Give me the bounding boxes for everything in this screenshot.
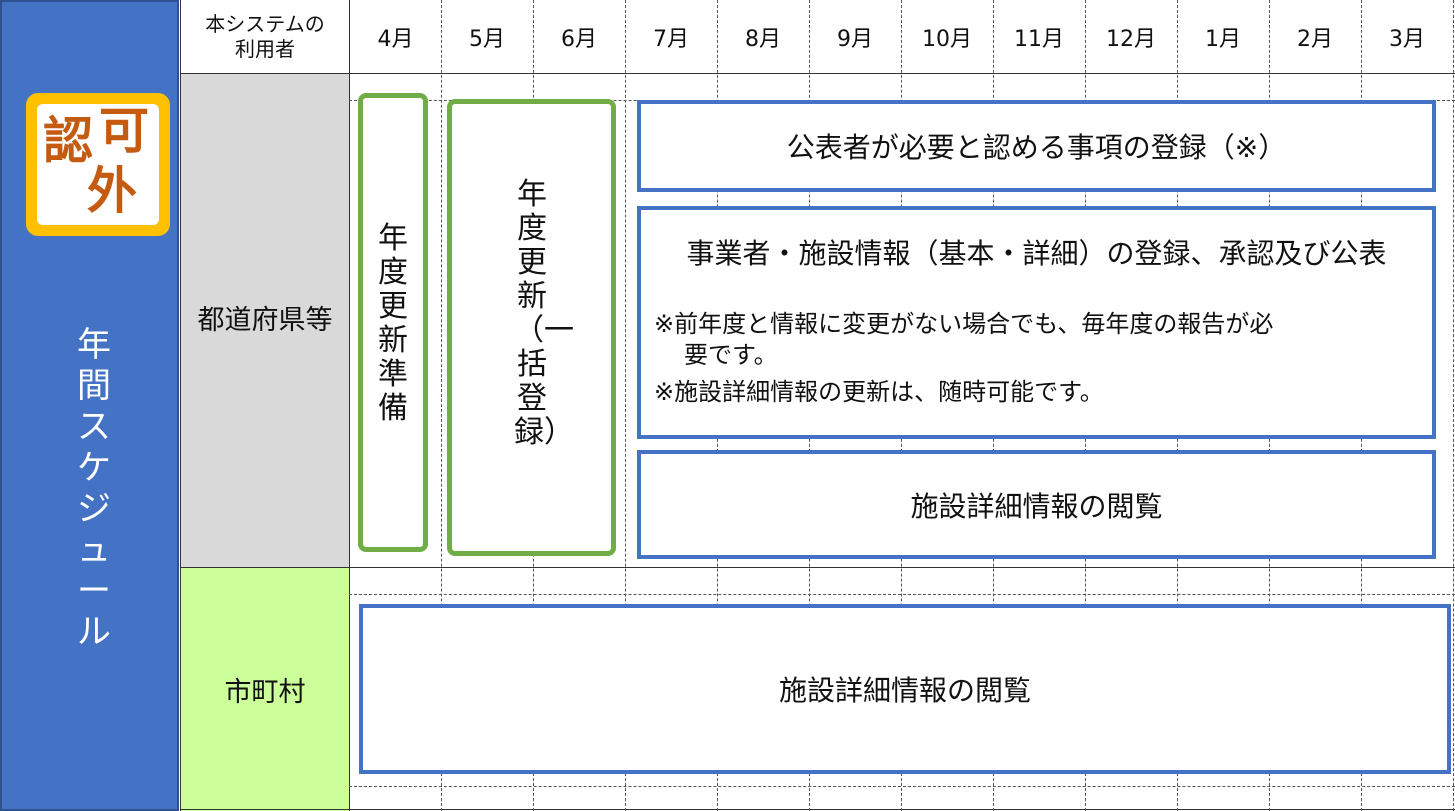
prep-text: 年度更新準備 (378, 221, 408, 426)
grid-line (349, 0, 350, 811)
grid-line (180, 0, 181, 811)
grid-line (180, 809, 1455, 810)
view-pref-text: 施設詳細情報の閲覧 (910, 489, 1163, 523)
month-12: 12月 (1106, 26, 1156, 52)
grid-line (625, 0, 626, 811)
month-11: 11月 (1014, 26, 1064, 52)
badge-char-1: 認 (43, 112, 93, 170)
month-9: 9月 (837, 26, 873, 52)
grid-line (441, 0, 442, 811)
row-label-prefecture: 都道府県等 (181, 74, 349, 567)
facility-title: 事業者・施設情報（基本・詳細）の登録、承認及び公表 (686, 237, 1387, 270)
row-label-prefecture-text: 都道府県等 (197, 304, 333, 336)
month-5: 5月 (469, 26, 505, 52)
month-1: 1月 (1205, 26, 1241, 52)
header-user-text: 本システムの利用者 (205, 11, 325, 61)
header-user-label: 本システムの利用者 (181, 0, 349, 73)
bulk-box (447, 99, 616, 556)
grid-line (349, 786, 1455, 787)
view-muni-text: 施設詳細情報の閲覧 (778, 674, 1031, 707)
note-1-line-2: 要です。 (684, 341, 778, 369)
view-muni-box (359, 604, 1451, 774)
month-4: 4月 (377, 26, 414, 52)
facility-box (637, 206, 1436, 439)
grid-line (180, 567, 1455, 568)
row-label-municipality: 市町村 (181, 568, 349, 811)
bulk-text: 年度更新（一括登録） (514, 177, 574, 450)
grid-line (1453, 0, 1454, 811)
note-1-line-1: ※前年度と情報に変更がない場合でも、毎年度の報告が必 (654, 310, 1274, 338)
badge-char-2: 可 (99, 102, 149, 160)
month-6: 6月 (561, 26, 597, 52)
publisher-text: 公表者が必要と認める事項の登録（※） (786, 131, 1287, 164)
grid-line (349, 594, 1455, 595)
month-3: 3月 (1389, 26, 1425, 52)
month-7: 7月 (653, 26, 689, 52)
grid-line (180, 73, 1455, 74)
month-8: 8月 (745, 26, 781, 52)
prep-box (358, 93, 428, 552)
publisher-box (637, 100, 1436, 192)
month-2: 2月 (1297, 26, 1333, 52)
badge-inner: 認 可 外 (37, 104, 159, 225)
note-2: ※施設詳細情報の更新は、随時可能です。 (654, 378, 1104, 406)
month-10: 10月 (922, 26, 972, 52)
view-pref-box (637, 450, 1436, 559)
side-title: 年間スケジュール (77, 325, 111, 652)
row-label-municipality-text: 市町村 (224, 677, 306, 708)
badge-char-3: 外 (87, 162, 137, 220)
